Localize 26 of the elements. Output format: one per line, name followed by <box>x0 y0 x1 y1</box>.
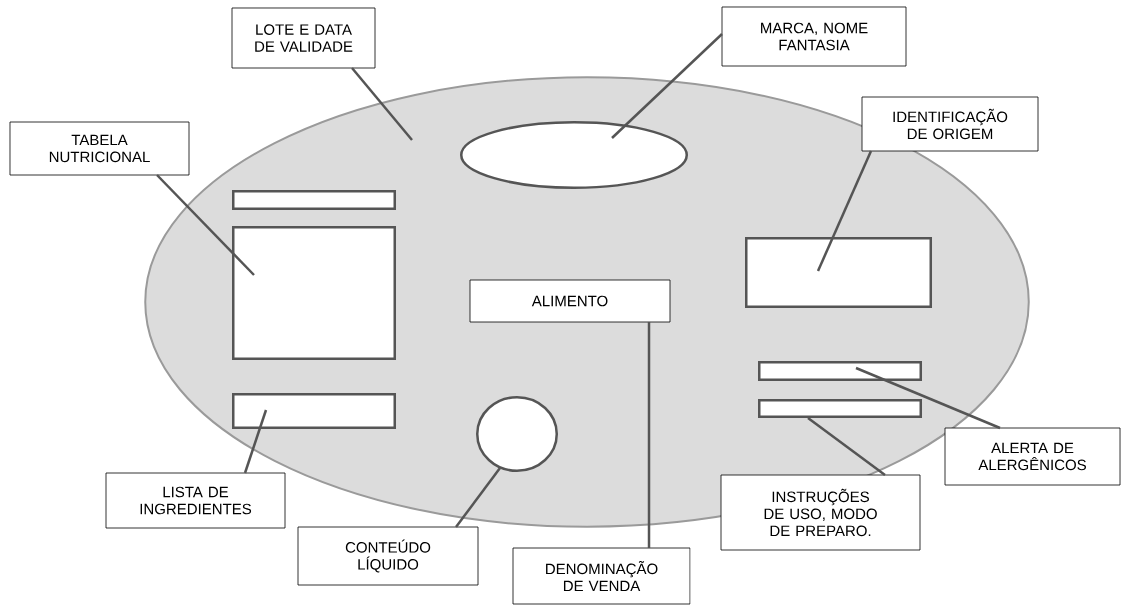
leader-line <box>611 33 723 139</box>
leader-line <box>243 409 268 474</box>
empty-bar <box>758 361 922 381</box>
empty-box <box>745 237 932 308</box>
leader-line <box>816 150 873 272</box>
callout-box: TABELA NUTRICIONAL <box>9 121 190 176</box>
empty-bar <box>232 393 396 429</box>
callout-box: LISTA DE INGREDIENTES <box>105 472 286 529</box>
circle-shape <box>476 396 558 472</box>
callout-box: IDENTIFICAÇÃO DE ORIGEM <box>861 96 1039 152</box>
text-box: ALIMENTO <box>469 279 671 323</box>
leader-line <box>807 417 886 476</box>
leader-line <box>156 174 255 276</box>
callout-box: CONTEÚDO LÍQUIDO <box>297 526 479 586</box>
callout-box: INSTRUÇÕES DE USO, MODO DE PREPARO. <box>720 474 921 551</box>
callout-box: MARCA, NOME FANTASIA <box>721 6 907 67</box>
leader-line <box>351 67 413 141</box>
empty-box <box>232 226 396 360</box>
leader-line <box>455 467 501 528</box>
leader-line <box>647 322 651 548</box>
callout-box: ALERTA DE ALERGÊNICOS <box>944 427 1121 486</box>
callout-box: DENOMINAÇÃO DE VENDA <box>512 547 691 605</box>
empty-bar <box>232 190 396 210</box>
label-ellipse <box>460 121 688 189</box>
callout-box: LOTE E DATA DE VALIDADE <box>231 7 376 69</box>
empty-bar <box>758 399 922 418</box>
